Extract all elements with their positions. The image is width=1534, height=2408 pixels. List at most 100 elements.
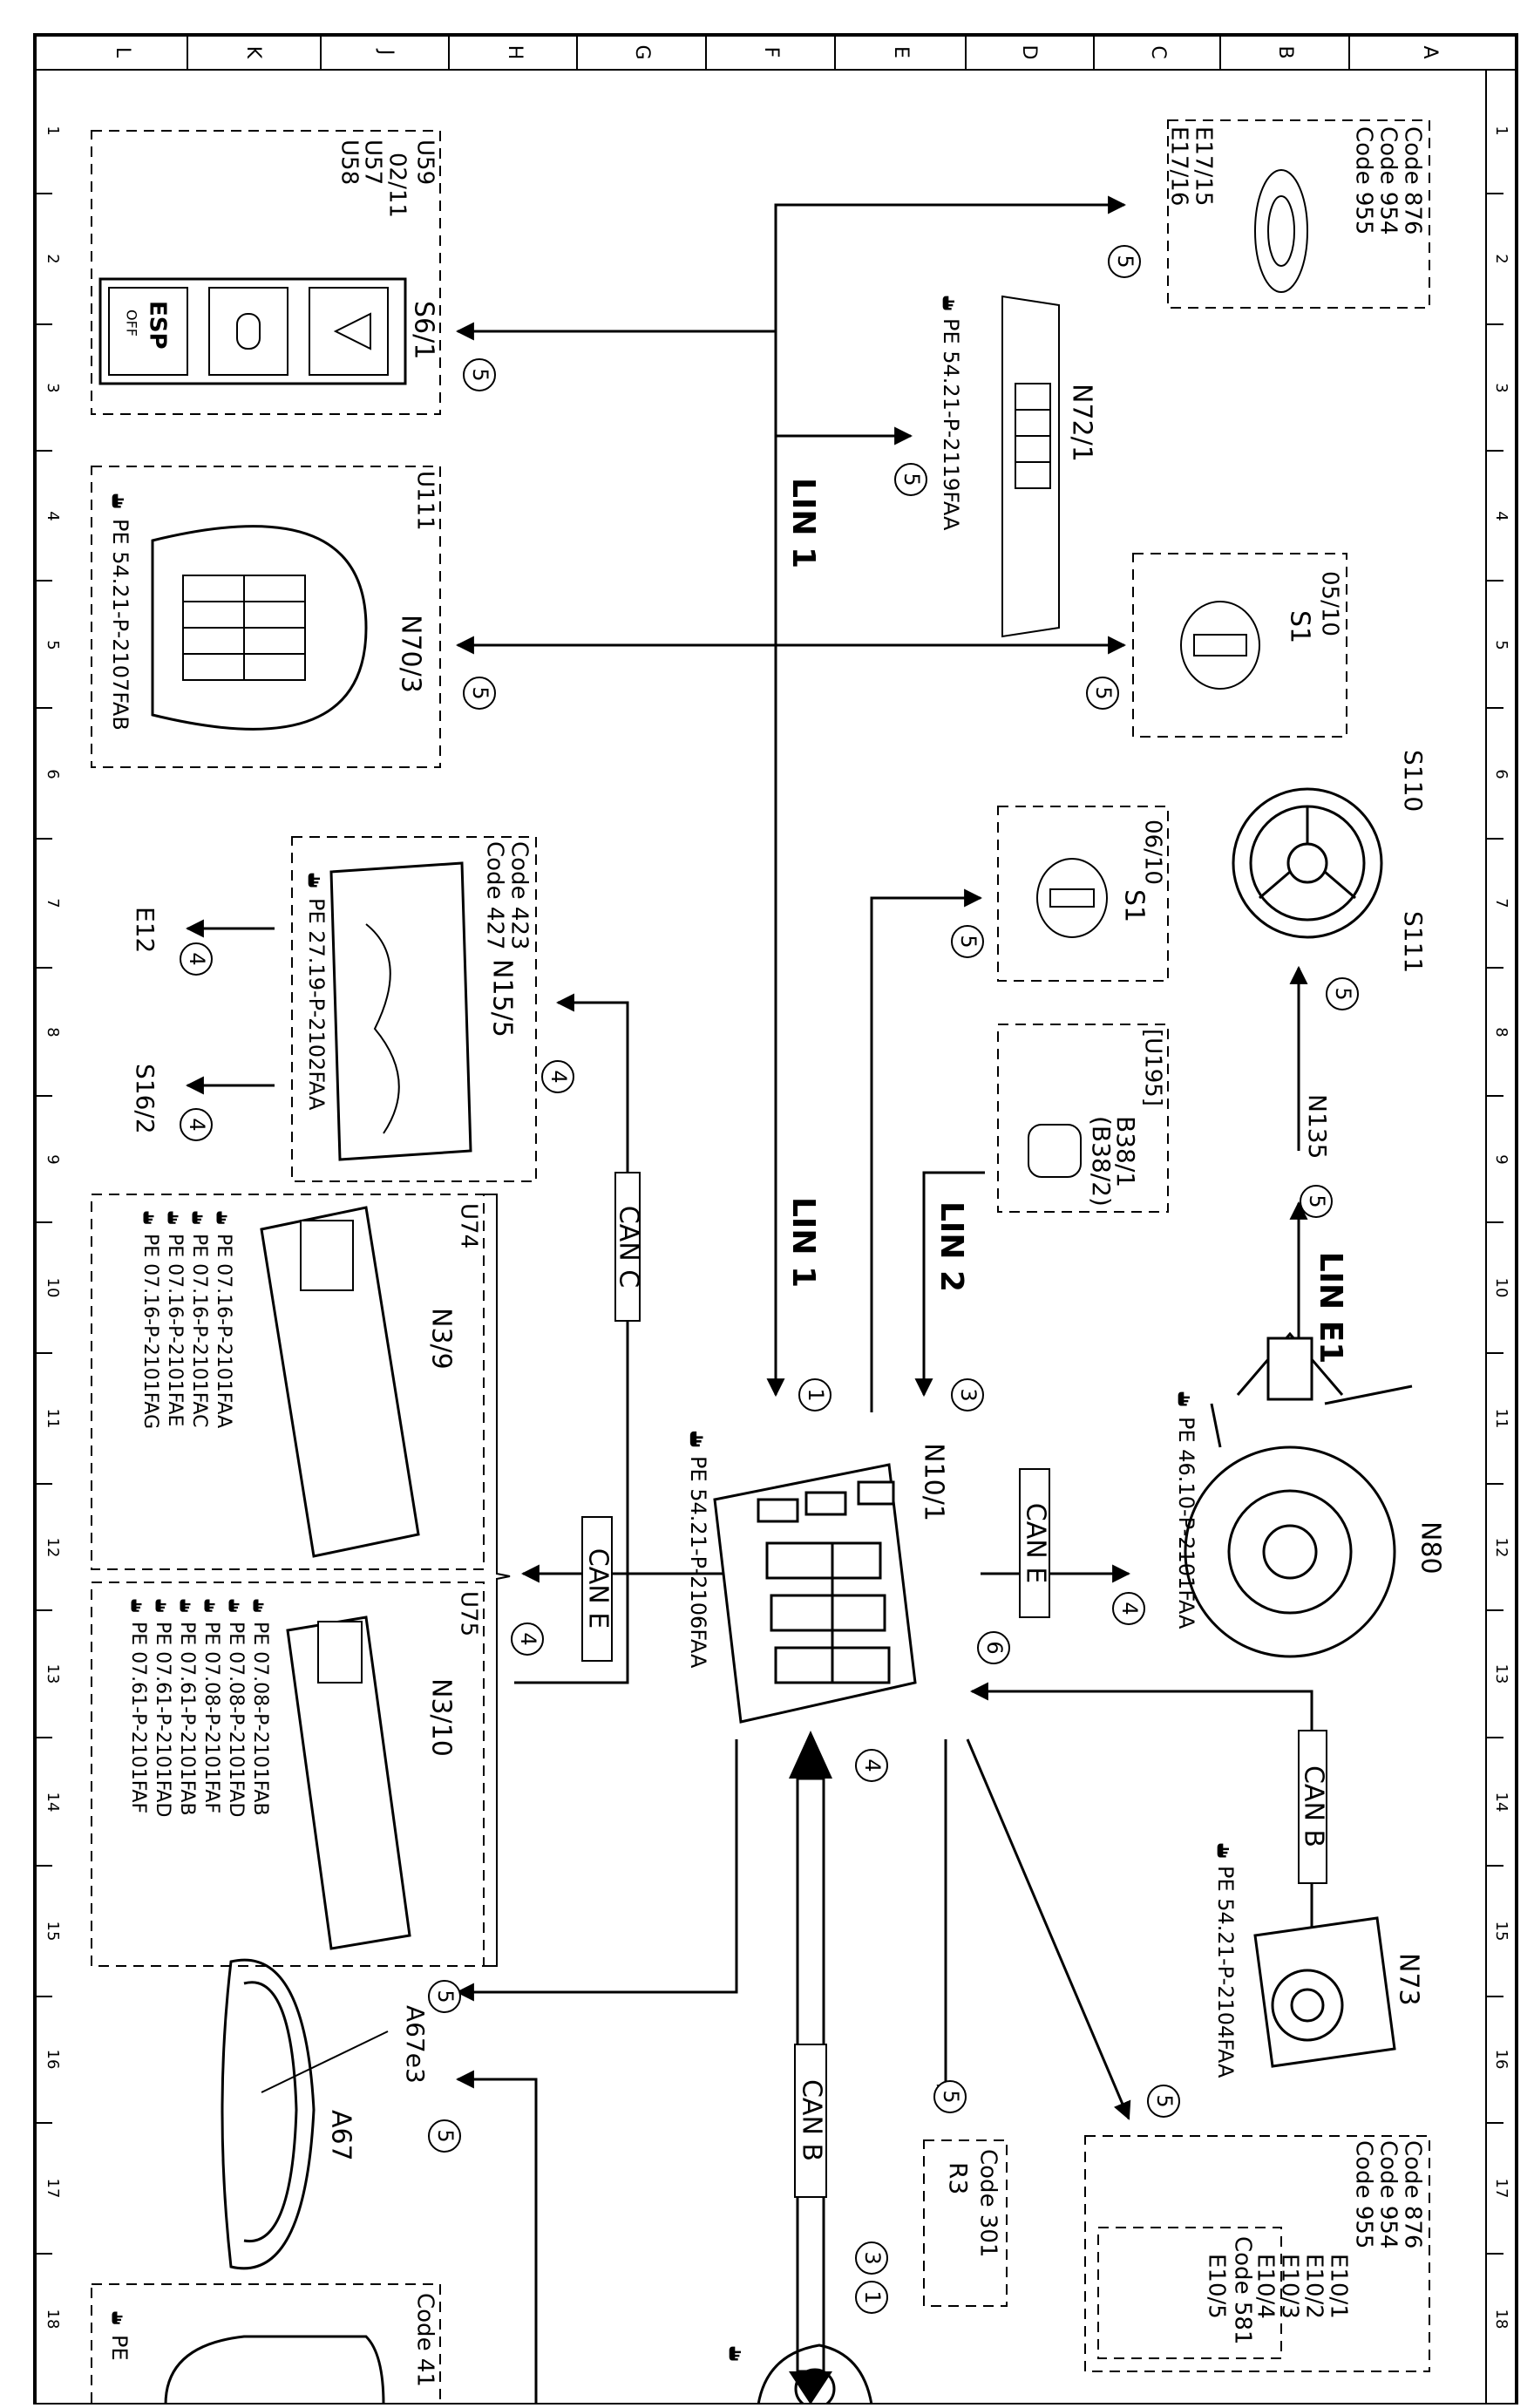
box-u59 <box>91 130 441 415</box>
n70-3-ref: PE 54.21-P-2107FAB <box>108 519 132 731</box>
bottom-left-pe-hand-icon <box>112 2311 123 2324</box>
n70-3-name: N70/3 <box>396 615 426 693</box>
row-label-15-right: 15 <box>1492 1922 1510 1942</box>
a67e3-leader <box>261 2030 389 2093</box>
wire-lin2 <box>914 1171 985 1398</box>
u74-pe-hand-icon-1 <box>216 1211 227 1224</box>
module-n10-1 <box>713 1463 917 1724</box>
callout-5-e10: 5 <box>1152 2094 1177 2107</box>
n73-name: N73 <box>1394 1953 1424 2006</box>
row-label-17: 17 <box>44 2179 62 2199</box>
row-label-18: 18 <box>44 2309 62 2330</box>
u75-pe-hand-icon-3 <box>204 1599 215 1612</box>
e17-code-3: Code 955 <box>1351 126 1377 235</box>
col-label-k: K <box>242 46 264 59</box>
col-label-c: C <box>1147 45 1169 58</box>
col-label-j: J <box>375 48 397 56</box>
callout-4-s16: 4 <box>185 1118 209 1131</box>
row-label-17-right: 17 <box>1492 2179 1510 2199</box>
row-label-12-right: 12 <box>1492 1538 1510 1558</box>
device-n80 <box>1184 1331 1413 1658</box>
n80-pe-hand-icon <box>1178 1391 1190 1406</box>
row-label-13: 13 <box>44 1664 62 1684</box>
u59-note-1: 02/11 <box>384 153 411 218</box>
n3-10-name: N3/10 <box>426 1678 457 1757</box>
bus-box-can-e-left: CAN E <box>581 1516 614 1662</box>
row-label-14: 14 <box>44 1792 62 1813</box>
b38-2-name: (B38/2) <box>1087 1116 1116 1207</box>
e17-code-1: Code 876 <box>1400 126 1426 235</box>
box-e17 <box>1167 119 1430 309</box>
e10-code-3: Code 955 <box>1351 2140 1377 2248</box>
e10-part-1: E10/1 <box>1326 2254 1352 2319</box>
a67-name: A67 <box>326 2110 356 2161</box>
callout-1-bottom: 1 <box>860 2290 885 2303</box>
bus-label-can-c: CAN C <box>614 1206 644 1288</box>
box-s1-mid <box>997 806 1169 982</box>
esp-off-label: OFF <box>124 310 140 337</box>
e10-code-1: Code 876 <box>1400 2140 1426 2248</box>
wire-can-c <box>514 993 629 1684</box>
bottom-left-code: Code 41 <box>412 2293 438 2387</box>
col-label-f: F <box>760 47 782 58</box>
box-e10 <box>1084 2135 1430 2372</box>
device-a67 <box>221 1958 316 2270</box>
wire-to-e10 <box>966 1738 1131 2120</box>
row-label-5-right: 5 <box>1492 640 1510 650</box>
callout-3-bottom: 3 <box>860 2251 885 2264</box>
wires <box>185 195 1313 2405</box>
s1-mid-note: 06/10 <box>1140 820 1166 885</box>
device-n72-1 <box>1001 295 1060 638</box>
n72-pe-hand-icon <box>942 296 954 310</box>
row-label-9: 9 <box>44 1154 62 1164</box>
callout-4-can-e-left: 4 <box>516 1632 540 1645</box>
e10-part-2: E10/2 <box>1301 2254 1327 2319</box>
row-label-15: 15 <box>44 1922 62 1942</box>
u75-ref-3: PE 07.08-P-2101FAF <box>200 1622 222 1813</box>
bus-label-can-e-left: CAN E <box>583 1548 614 1629</box>
bottom-center-pe-hand-icon <box>729 2346 741 2361</box>
u74-pe-hand-icon-3 <box>167 1211 179 1224</box>
u75-ref-6: PE 07.61-P-2101FAF <box>127 1622 149 1813</box>
n15-5-ref: PE 27.19-P-2102FAA <box>304 898 329 1111</box>
callout-5-a67-top: 5 <box>433 1990 458 2003</box>
esp-label: ESP <box>145 301 171 350</box>
b38-1-name: B38/1 <box>1111 1116 1140 1187</box>
brace-u74-u75 <box>484 1194 511 1967</box>
row-ticks <box>35 193 1503 2255</box>
pe-hand-icon <box>689 1431 703 1447</box>
row-label-14-right: 14 <box>1492 1792 1510 1813</box>
u111-tag: U111 <box>412 471 438 531</box>
callout-5-n72: 5 <box>899 473 924 486</box>
callout-5-s6: 5 <box>468 368 492 381</box>
a67e3-name: A67e3 <box>401 2005 430 2084</box>
u75-ref-5: PE 07.61-P-2101FAD <box>152 1622 173 1817</box>
col-label-g: G <box>631 44 653 59</box>
s111-label: S111 <box>1399 911 1428 973</box>
r3-name: R3 <box>944 2162 973 2194</box>
e12-label: E12 <box>131 907 160 953</box>
row-label-6-right: 6 <box>1492 769 1510 779</box>
u74-ref-1: PE 07.16-P-2101FAA <box>213 1234 234 1428</box>
callout-5-n70: 5 <box>468 686 492 699</box>
u59-note-3: U58 <box>336 139 363 185</box>
row-label-2-right: 2 <box>1492 254 1510 263</box>
e17-code-2: Code 954 <box>1375 126 1402 235</box>
u75-ref-2: PE 07.08-P-2101FAD <box>225 1622 247 1817</box>
row-label-8-right: 8 <box>1492 1027 1510 1037</box>
box-u74 <box>91 1194 485 1570</box>
n80-ref: PE 46.10-P-2101FAA <box>1174 1417 1198 1629</box>
bus-box-can-b-bottom: CAN B <box>794 2044 827 2198</box>
n3-9-name: N3/9 <box>426 1308 457 1370</box>
u75-pe-hand-icon-4 <box>180 1599 191 1612</box>
u75-tag: U75 <box>456 1591 482 1636</box>
u74-ref-2: PE 07.16-P-2101FAC <box>188 1234 210 1427</box>
n72-1-name: N72/1 <box>1067 384 1097 462</box>
row-label-3-right: 3 <box>1492 383 1510 392</box>
u74-ref-4: PE 07.16-P-2101FAG <box>139 1234 161 1429</box>
bus-label-lin1-top: LIN 1 <box>785 478 821 568</box>
col-label-l: L <box>112 47 133 58</box>
row-label-18-right: 18 <box>1492 2309 1510 2330</box>
